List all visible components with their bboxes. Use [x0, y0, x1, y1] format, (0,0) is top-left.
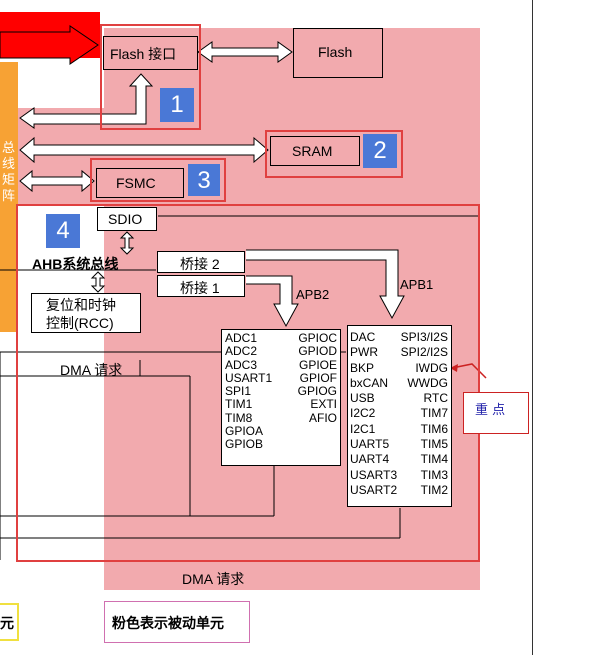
apb1-peripherals-box	[347, 325, 452, 507]
apb1-peripheral-item: BKP	[350, 360, 375, 375]
apb1-peripheral-item: I2C2	[350, 406, 376, 421]
apb2-peripheral-item: GPIOF	[299, 370, 337, 385]
apb1-peripheral-item: TIM2	[420, 482, 448, 497]
arrow-bus-sram	[19, 136, 269, 164]
apb1-peripheral-item: SPI2/I2S	[400, 345, 448, 360]
apb1-peripheral-item: TIM4	[420, 452, 448, 467]
sram-box	[270, 136, 360, 166]
arrow-ahb-rcc	[90, 271, 106, 293]
legend-label: 粉色表示被动单元	[112, 615, 224, 631]
apb2-peripheral-item: GPIOB	[225, 437, 264, 452]
bus-matrix-label: 总线矩阵	[2, 140, 16, 203]
badge-1: 1	[160, 88, 194, 122]
apb2-peripheral-item: AFIO	[308, 410, 337, 425]
sdio-label: SDIO	[108, 211, 143, 227]
highlight-flash-interface	[100, 24, 201, 130]
apb2-peripheral-item: ADC1	[225, 331, 258, 345]
rcc-box	[31, 293, 141, 333]
arrow-bridge1-apb2	[246, 275, 299, 328]
highlight-fsmc	[90, 158, 226, 202]
apb1-peripheral-item: IWDG	[415, 360, 448, 375]
apb2-peripherals-box	[221, 329, 341, 466]
key-note-box	[463, 392, 529, 434]
key-note-label: 重 点	[475, 403, 506, 418]
outer-frame	[532, 0, 533, 655]
apb1-peripheral-item: UART4	[350, 452, 390, 467]
arrow-bus-fsmc	[19, 169, 95, 193]
apb2-peripheral-item: TIM1	[225, 397, 253, 412]
apb1-peripheral-item: TIM5	[420, 437, 448, 452]
apb1-peripheral-item: USART2	[350, 482, 398, 497]
apb2-peripheral-item: SPI1	[225, 384, 252, 399]
apb2-peripheral-item: GPIOG	[297, 384, 337, 399]
dma-request-label-bottom: DMA 请求	[182, 571, 245, 587]
dma-request-label-top: DMA 请求	[60, 362, 123, 378]
rcc-label-line1: 复位和时钟	[46, 297, 116, 313]
apb1-peripheral-item: USB	[350, 391, 375, 406]
badge-2: 2	[363, 134, 397, 168]
apb1-peripheral-item: TIM6	[420, 421, 448, 436]
apb1-peripheral-item: TIM7	[420, 406, 448, 421]
rcc-label-line2: 控制(RCC)	[46, 315, 114, 331]
bottom-left-fragment-label: 元	[0, 615, 14, 631]
bridge2-label: 桥接 2	[180, 256, 220, 272]
apb2-peripheral-item: USART1	[225, 370, 273, 385]
apb2-peripheral-item: ADC2	[225, 344, 258, 359]
apb2-peripheral-item: EXTI	[310, 397, 337, 412]
sdio-box	[97, 207, 157, 231]
apb2-peripheral-item: TIM8	[225, 410, 253, 425]
apb1-peripheral-item: bxCAN	[350, 375, 389, 390]
fsmc-label: FSMC	[116, 175, 156, 191]
apb2-peripheral-item: ADC3	[225, 357, 258, 372]
bridge1-box	[157, 275, 245, 297]
apb1-peripheral-item: SPI3/I2S	[400, 330, 448, 344]
badge-3: 3	[188, 164, 220, 196]
fsmc-box	[96, 168, 184, 198]
apb2-label: APB2	[296, 287, 330, 302]
apb1-peripheral-item: WWDG	[407, 375, 448, 390]
bottom-left-fragment-box	[0, 603, 19, 641]
legend-box	[104, 601, 250, 643]
bus-matrix-block	[0, 62, 18, 332]
flash-interface-label: Flash 接口	[110, 46, 177, 62]
key-note-arrow	[451, 363, 487, 379]
apb2-peripheral-item: GPIOE	[298, 357, 337, 372]
apb2-peripheral-item: GPIOC	[298, 331, 337, 345]
apb2-peripheral-item: GPIOA	[225, 424, 264, 439]
apb1-peripheral-item: DAC	[350, 330, 376, 344]
badge-4: 4	[46, 214, 80, 248]
flash-box	[293, 28, 383, 78]
apb1-peripheral-item: UART5	[350, 437, 390, 452]
bridge2-box	[157, 251, 245, 273]
arrow-cpu-to-flash-interface	[0, 25, 99, 65]
apb1-peripheral-item: TIM3	[420, 467, 448, 482]
arrow-flash-interface-flash	[197, 41, 293, 63]
apb1-peripheral-item: PWR	[350, 345, 378, 360]
apb1-peripheral-item: I2C1	[350, 421, 376, 436]
apb1-label: APB1	[400, 277, 434, 292]
flash-interface-box	[103, 36, 198, 70]
arrow-sdio-ahb	[119, 231, 135, 255]
ahb-bus-label: AHB系统总线	[32, 256, 119, 272]
arrow-bridge2-apb1	[246, 249, 405, 320]
highlight-sram	[265, 130, 403, 178]
apb2-peripheral-item: GPIOD	[298, 344, 337, 359]
arrow-bus-flash-interface	[19, 73, 154, 129]
apb1-peripheral-item: USART3	[350, 467, 398, 482]
sram-label: SRAM	[292, 143, 333, 159]
flash-label: Flash	[318, 44, 353, 60]
apb1-peripheral-item: RTC	[423, 391, 448, 406]
bridge1-label: 桥接 1	[180, 280, 220, 296]
highlight-ahb-region	[16, 204, 480, 562]
